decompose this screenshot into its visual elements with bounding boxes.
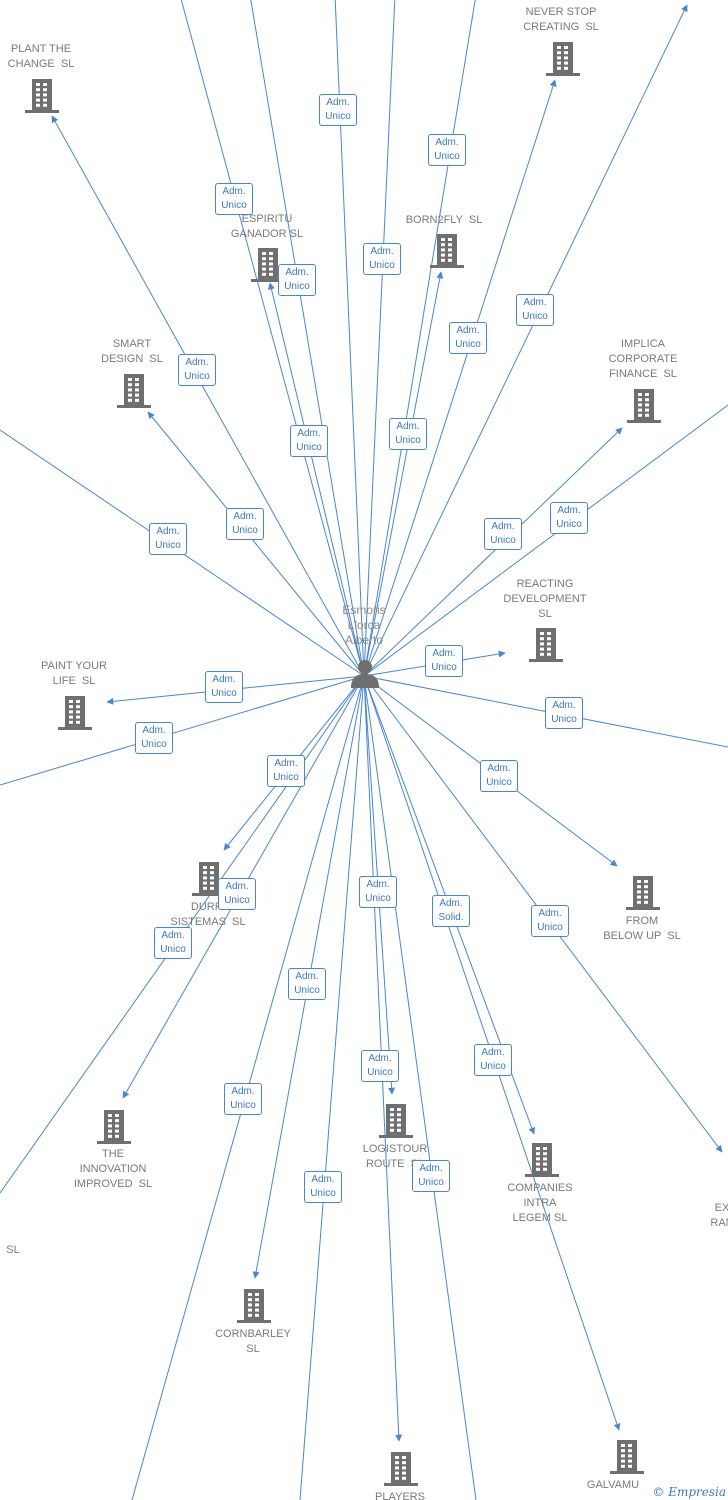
role-badge[interactable]: Adm. Unico	[449, 322, 487, 354]
company-label-from-below-up[interactable]: FROM BELOW UP SL	[603, 915, 681, 942]
person-name: Esmoris Llorca Alberto	[342, 603, 386, 647]
role-badge[interactable]: Adm. Unico	[474, 1044, 512, 1076]
building-icon[interactable]	[430, 232, 464, 268]
company-label-paint-your-life[interactable]: PAINT YOUR LIFE SL	[40, 660, 108, 687]
building-icon[interactable]	[525, 1141, 559, 1177]
company-label-durpi-sistemas[interactable]: DURPI SISTEMAS SL	[170, 901, 246, 928]
role-badge[interactable]: Adm. Unico	[226, 508, 264, 540]
edge-14	[363, 404, 728, 677]
company-label-players[interactable]: PLAYERS	[375, 1491, 425, 1500]
role-badge[interactable]: Adm. Unico	[178, 354, 216, 386]
role-badge[interactable]: Adm. Unico	[267, 755, 305, 787]
company-label-reacting-development[interactable]: REACTING DEVELOPMENT SL	[503, 578, 587, 620]
company-label-cornbarley[interactable]: CORNBARLEY SL	[215, 1328, 291, 1355]
building-icon[interactable]	[117, 372, 151, 408]
building-icon[interactable]	[384, 1450, 418, 1486]
role-badge[interactable]: Adm. Unico	[304, 1171, 342, 1203]
edge-17	[0, 675, 365, 786]
copyright-icon: ©	[652, 1485, 665, 1499]
company-label-born2fly[interactable]: BORN2FLY SL	[405, 214, 483, 226]
building-icon[interactable]	[58, 694, 92, 730]
building-icon[interactable]	[251, 246, 285, 282]
role-badge[interactable]: Adm. Unico	[425, 645, 463, 677]
building-icon[interactable]	[529, 626, 563, 662]
company-label-companies-intra-legem[interactable]: COMPANIES INTRA LEGEM SL	[507, 1182, 573, 1224]
role-badge[interactable]: Adm. Unico	[516, 294, 554, 326]
company-label-the-innovation-improved[interactable]: THE INNOVATION IMPROVED SL	[73, 1148, 153, 1190]
edge-11	[147, 411, 365, 677]
role-badge[interactable]: Adm. Unico	[480, 760, 518, 792]
company-label-left-r[interactable]: R SL	[0, 1244, 20, 1256]
building-icon[interactable]	[237, 1287, 271, 1323]
brand-name[interactable]: Empresia	[668, 1485, 726, 1499]
role-badge[interactable]: Adm. Unico	[363, 243, 401, 275]
role-badge[interactable]: Adm. Unico	[428, 134, 466, 166]
company-label-never-stop-creating[interactable]: NEVER STOP CREATING SL	[523, 6, 599, 33]
role-badge[interactable]: Adm. Unico	[531, 905, 569, 937]
role-badge[interactable]: Adm. Unico	[412, 1160, 450, 1192]
company-label-implica-corporate-finance[interactable]: IMPLICA CORPORATE FINANCE SL	[608, 338, 678, 380]
edge-9	[268, 282, 365, 677]
edge-8	[51, 115, 365, 677]
role-badge[interactable]: Adm. Solid.	[432, 895, 470, 927]
role-badge[interactable]: Adm. Unico	[205, 671, 243, 703]
role-badge[interactable]: Adm. Unico	[149, 523, 187, 555]
company-label-espiritu-ganador[interactable]: ESPIRITU GANADOR SL	[230, 213, 304, 240]
role-badge[interactable]: Adm. Unico	[359, 876, 397, 908]
edge-4	[363, 0, 396, 677]
role-badge[interactable]: Adm. Unico	[319, 94, 357, 126]
role-badge[interactable]: Adm. Unico	[550, 502, 588, 534]
building-icon[interactable]	[192, 860, 226, 896]
edge-1	[180, 0, 365, 677]
role-badge[interactable]: Adm. Unico	[224, 1083, 262, 1115]
edge-2	[250, 0, 365, 677]
role-badge[interactable]: Adm. Unico	[154, 927, 192, 959]
role-badge[interactable]: Adm. Unico	[484, 518, 522, 550]
edge-6	[363, 4, 688, 677]
role-badge[interactable]: Adm. Unico	[545, 697, 583, 729]
role-badge[interactable]: Adm. Unico	[215, 183, 253, 215]
edge-13	[363, 427, 623, 677]
building-icon[interactable]	[627, 387, 661, 423]
watermark: © Empresia	[652, 1485, 726, 1499]
role-badge[interactable]: Adm. Unico	[278, 264, 316, 296]
edge-30	[299, 675, 365, 1500]
building-icon[interactable]	[610, 1438, 644, 1474]
building-icon[interactable]	[546, 40, 580, 76]
company-label-smart-design[interactable]: SMART DESIGN SL	[101, 338, 163, 365]
role-badge[interactable]: Adm. Unico	[361, 1050, 399, 1082]
person-icon[interactable]	[350, 658, 380, 688]
company-label-plant-the-change[interactable]: PLANT THE CHANGE SL	[7, 43, 75, 70]
edge-31	[363, 675, 477, 1500]
building-icon[interactable]	[379, 1102, 413, 1138]
building-icon[interactable]	[97, 1108, 131, 1144]
role-badge[interactable]: Adm. Unico	[218, 878, 256, 910]
role-badge[interactable]: Adm. Unico	[389, 418, 427, 450]
company-label-ex-ran[interactable]: EX RAN	[710, 1202, 728, 1229]
role-badge[interactable]: Adm. Unico	[135, 722, 173, 754]
role-badge[interactable]: Adm. Unico	[290, 425, 328, 457]
edge-10	[363, 271, 444, 677]
edge-7	[363, 79, 557, 677]
building-icon[interactable]	[25, 77, 59, 113]
role-badge[interactable]: Adm. Unico	[288, 968, 326, 1000]
edge-5	[363, 0, 476, 677]
building-icon[interactable]	[626, 874, 660, 910]
company-label-galvamu[interactable]: GALVAMU	[586, 1479, 640, 1491]
